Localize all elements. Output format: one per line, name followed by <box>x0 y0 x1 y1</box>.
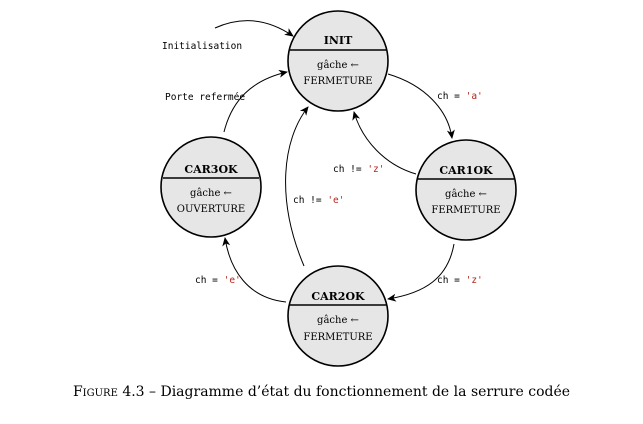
figure-number: Figure 4.3 <box>72 384 145 400</box>
state-car2ok-name: CAR2OK <box>311 290 365 303</box>
edge-car3ok-to-init <box>223 69 288 133</box>
state-car2ok-action-line1: gâche ← <box>317 315 359 326</box>
label-car1ok-to-init-char: 'z' <box>367 164 384 175</box>
label-car1ok-to-init-prefix: ch != <box>333 164 367 175</box>
edge-initialisation <box>214 20 294 37</box>
state-car2ok: CAR2OK gâche ← FERMETURE <box>287 265 389 367</box>
edge-car2ok-to-car3ok <box>222 237 287 303</box>
label-car2ok-to-car3ok-prefix: ch = <box>195 275 224 286</box>
figure-caption: Figure 4.3 – Diagramme d’état du fonctio… <box>0 384 643 400</box>
state-car2ok-action-line2: FERMETURE <box>303 332 372 343</box>
edge-car2ok-to-init <box>285 106 309 267</box>
caption-text: Diagramme d’état du fonctionnement de la… <box>160 384 571 400</box>
label-car2ok-to-init: ch != 'e' <box>293 195 345 206</box>
label-car1ok-to-car2ok-prefix: ch = <box>437 275 466 286</box>
state-car3ok: CAR3OK gâche ← OUVERTURE <box>160 136 262 238</box>
label-car1ok-to-car2ok-char: 'z' <box>466 275 483 286</box>
state-car1ok-name: CAR1OK <box>439 164 493 177</box>
state-init-action-line2: FERMETURE <box>303 76 372 87</box>
label-init-to-car1ok: ch = 'a' <box>437 91 483 102</box>
label-car1ok-to-init: ch != 'z' <box>333 164 385 175</box>
state-car3ok-action-line2: OUVERTURE <box>177 204 245 215</box>
label-car2ok-to-init-char: 'e' <box>327 195 344 206</box>
label-car2ok-to-init-prefix: ch != <box>293 195 327 206</box>
label-initialisation: Initialisation <box>162 41 242 52</box>
edge-init-to-car1ok <box>387 73 455 139</box>
state-car3ok-name: CAR3OK <box>184 163 238 176</box>
state-car3ok-action-line1: gâche ← <box>190 188 232 199</box>
state-init: INIT gâche ← FERMETURE <box>287 10 389 112</box>
label-car1ok-to-car2ok: ch = 'z' <box>437 275 483 286</box>
label-init-to-car1ok-char: 'a' <box>466 91 483 102</box>
state-car1ok-action-line2: FERMETURE <box>431 205 500 216</box>
state-init-action-line1: gâche ← <box>317 60 359 71</box>
edge-car1ok-to-car2ok <box>387 243 455 302</box>
label-car2ok-to-car3ok: ch = 'e' <box>195 275 241 286</box>
state-init-name: INIT <box>324 34 353 47</box>
caption-separator: – <box>144 384 161 400</box>
label-init-to-car1ok-prefix: ch = <box>437 91 466 102</box>
state-car1ok: CAR1OK gâche ← FERMETURE <box>415 139 517 241</box>
state-car1ok-action-line1: gâche ← <box>445 189 487 200</box>
label-porte-refermee: Porte refermée <box>165 92 245 103</box>
edge-car1ok-to-init <box>352 111 417 175</box>
label-car2ok-to-car3ok-char: 'e' <box>224 275 241 286</box>
